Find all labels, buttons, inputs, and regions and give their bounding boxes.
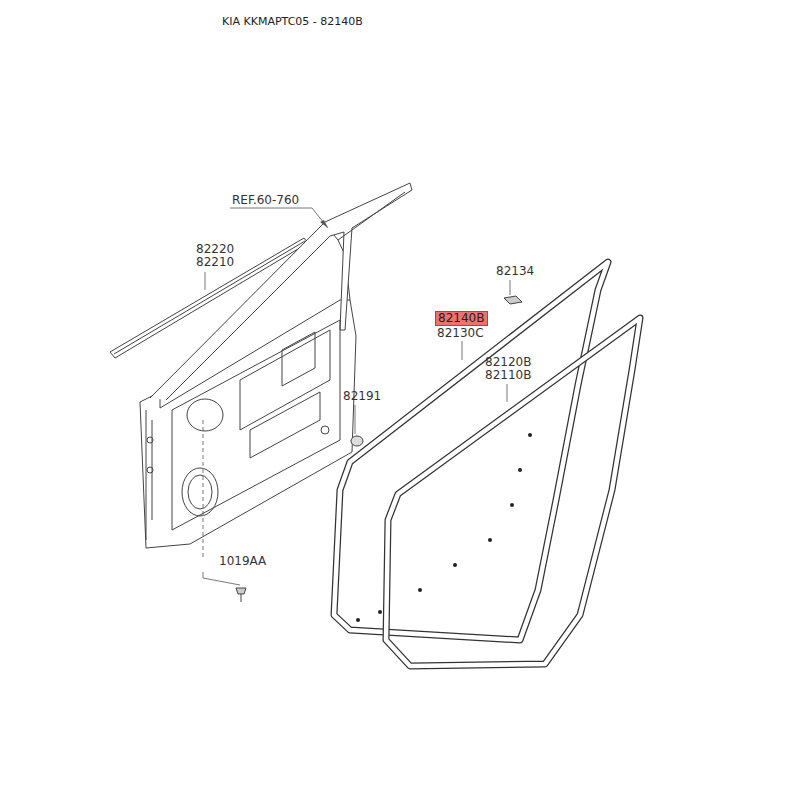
callout-number: 82140B (436, 312, 487, 325)
screw-part (236, 588, 246, 602)
highlight-box: 82140B (435, 311, 488, 326)
speaker-hole (182, 468, 218, 516)
panel-opening (240, 330, 330, 430)
hole (147, 437, 153, 443)
diagram-title: KIA KKMAPTC05 - 82140B (222, 15, 363, 28)
speaker-hole (187, 399, 223, 431)
inner-panel (172, 320, 340, 530)
callout-number: REF.60-760 (232, 194, 299, 207)
door-seal-inner (386, 318, 640, 666)
arrow-head (320, 220, 328, 228)
frame-inner (338, 192, 405, 240)
seal-clips (356, 433, 532, 622)
callout-number: 82134 (496, 265, 534, 278)
hinge-edge (146, 410, 152, 540)
hole (147, 467, 153, 473)
callout-number: 82220 (196, 243, 234, 256)
door-seal-inner-core (386, 318, 640, 666)
callout-number: 82210 (196, 256, 234, 269)
callout-number: 1019AA (219, 555, 266, 568)
hole (321, 426, 329, 434)
callout-number: 82110B (485, 369, 531, 382)
leader-lines (203, 208, 510, 585)
door-seal-outer (334, 262, 608, 640)
plug-part (351, 436, 363, 446)
panel-opening (282, 332, 315, 386)
panel-opening (250, 392, 320, 458)
speaker-hole (188, 475, 212, 509)
callout-number: 82130C (437, 327, 484, 340)
door-seal-outer-core (334, 262, 608, 640)
clip-part (504, 296, 522, 304)
callout-number: 82120B (485, 356, 531, 369)
belt-line (160, 300, 350, 408)
callout-number: 82191 (343, 390, 381, 403)
window-frame (150, 183, 412, 400)
